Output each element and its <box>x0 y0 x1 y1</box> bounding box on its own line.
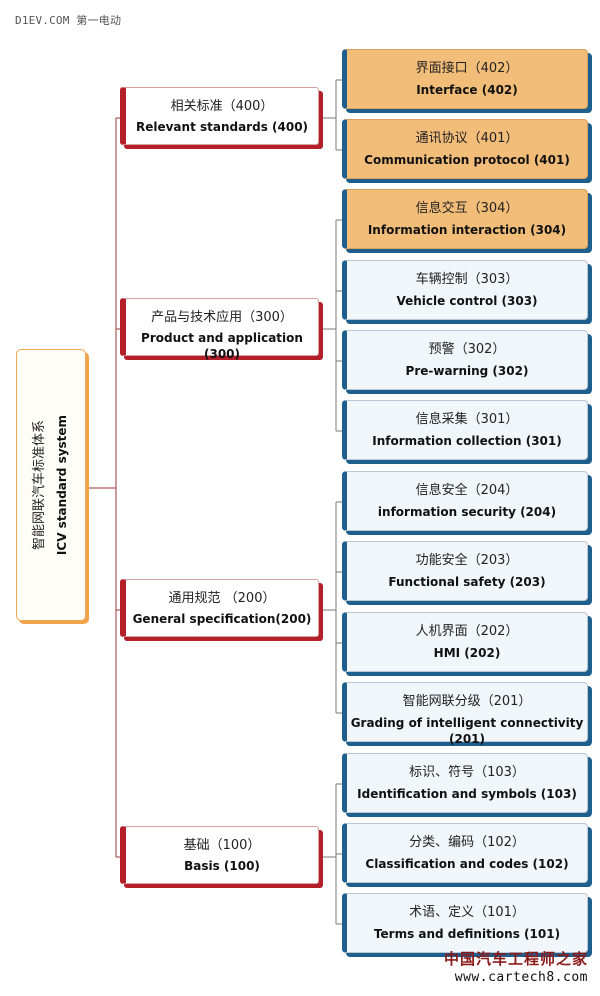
leaf-304: 信息交互（304） Information interaction (304) <box>342 189 588 249</box>
category-label-en: General specification(200) <box>132 612 312 626</box>
leaf-label-zh: 预警（302） <box>428 342 506 357</box>
leaf-label-en: Vehicle control (303) <box>396 294 538 308</box>
root-node: 智能网联汽车标准体系 ICV standard system <box>16 349 86 621</box>
category-label-zh: 通用规范 （200） <box>168 591 276 606</box>
leaf-label-en: Information collection (301) <box>372 434 562 448</box>
category-label-en: Basis (100) <box>184 859 260 873</box>
leaf-302: 预警（302） Pre-warning (302) <box>342 330 588 390</box>
leaf-label-zh: 界面接口（402） <box>415 61 519 76</box>
leaf-102: 分类、编码（102） Classification and codes (102… <box>342 823 588 883</box>
leaf-label-zh: 智能网联分级（201） <box>402 694 532 709</box>
leaf-401: 通讯协议（401） Communication protocol (401) <box>342 119 588 179</box>
leaf-201: 智能网联分级（201） Grading of intelligent conne… <box>342 682 588 746</box>
leaf-204: 信息安全（204） information security (204) <box>342 471 588 531</box>
watermark-bottom-url: www.cartech8.com <box>454 970 588 985</box>
leaf-label-zh: 信息交互（304） <box>415 201 519 216</box>
leaf-label-zh: 分类、编码（102） <box>409 835 525 850</box>
leaf-label-zh: 通讯协议（401） <box>415 131 519 146</box>
leaf-103: 标识、符号（103） Identification and symbols (1… <box>342 753 588 813</box>
leaf-label-zh: 术语、定义（101） <box>409 905 525 920</box>
leaf-label-en: Terms and definitions (101) <box>373 927 561 941</box>
leaf-301: 信息采集（301） Information collection (301) <box>342 400 588 460</box>
leaf-label-zh: 人机界面（202） <box>415 624 519 639</box>
watermark-top: D1EV.COM 第一电动 <box>15 14 122 27</box>
leaf-303: 车辆控制（303） Vehicle control (303) <box>342 260 588 320</box>
leaf-label-en: Interface (402) <box>416 83 518 97</box>
leaf-label-en: Information interaction (304) <box>367 223 567 237</box>
category-200: 通用规范 （200） General specification(200) <box>120 579 319 637</box>
leaf-label-en: Classification and codes (102) <box>365 857 569 871</box>
leaf-label-en: Functional safety (203) <box>388 575 546 589</box>
category-label-en: Relevant standards (400) <box>135 120 309 134</box>
category-300: 产品与技术应用（300） Product and application (30… <box>120 298 319 361</box>
leaf-label-zh: 信息采集（301） <box>415 412 519 427</box>
category-label-zh: 产品与技术应用（300） <box>151 310 293 325</box>
leaf-label-zh: 车辆控制（303） <box>415 272 519 287</box>
category-100: 基础（100） Basis (100) <box>120 826 319 884</box>
category-400: 相关标准（400） Relevant standards (400) <box>120 87 319 145</box>
leaf-label-zh: 标识、符号（103） <box>409 765 525 780</box>
leaf-label-en: information security (204) <box>377 505 557 519</box>
category-label-zh: 基础（100） <box>183 838 261 853</box>
category-label-en: Product and application (300) <box>141 331 303 361</box>
leaf-label-en: Grading of intelligent connectivity (201… <box>350 716 584 746</box>
leaf-label-zh: 功能安全（203） <box>415 553 519 568</box>
watermark-bottom-cn: 中国汽车工程师之家 <box>443 950 588 968</box>
leaf-label-en: HMI (202) <box>433 646 501 660</box>
leaf-label-zh: 信息安全（204） <box>415 483 519 498</box>
leaf-101: 术语、定义（101） Terms and definitions (101) <box>342 893 588 953</box>
root-label-zh: 智能网联汽车标准体系 <box>32 420 47 551</box>
leaf-label-en: Identification and symbols (103) <box>357 787 577 801</box>
root-label-en: ICV standard system <box>55 414 69 556</box>
leaf-label-en: Communication protocol (401) <box>364 153 570 167</box>
leaf-203: 功能安全（203） Functional safety (203) <box>342 541 588 601</box>
leaf-202: 人机界面（202） HMI (202) <box>342 612 588 672</box>
leaf-label-en: Pre-warning (302) <box>405 364 529 378</box>
leaf-402: 界面接口（402） Interface (402) <box>342 49 588 109</box>
category-label-zh: 相关标准（400） <box>170 99 274 114</box>
